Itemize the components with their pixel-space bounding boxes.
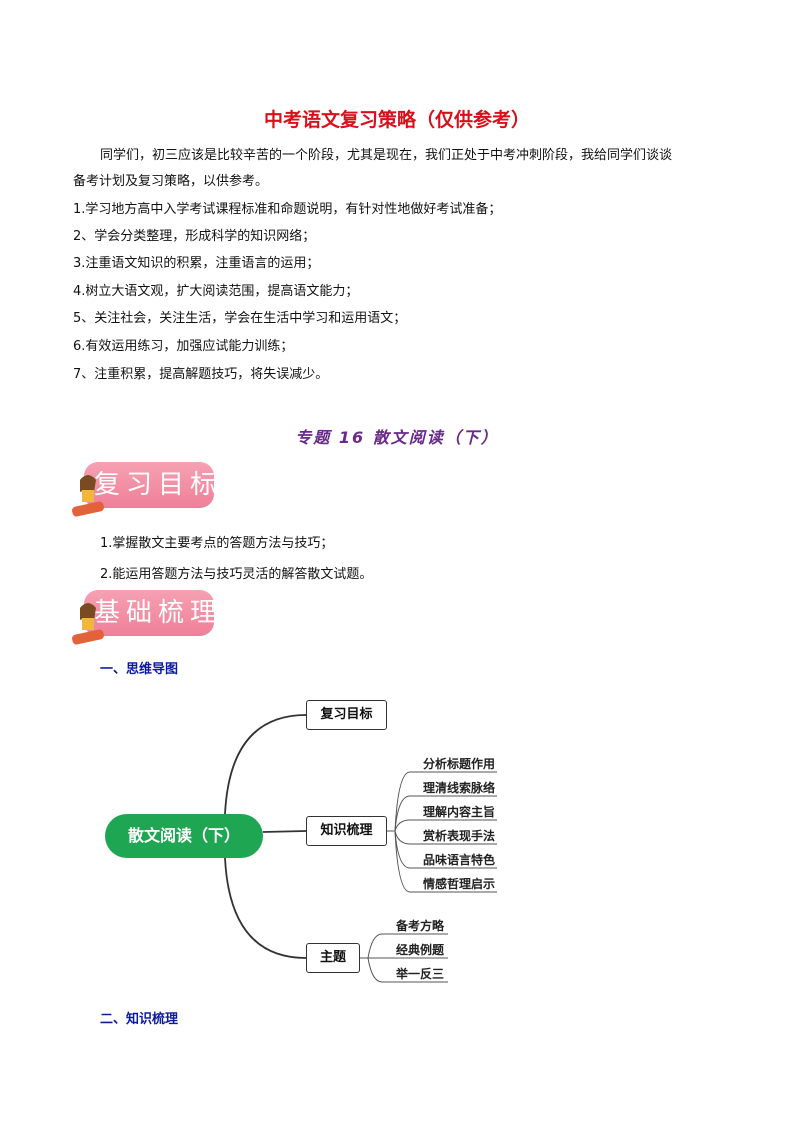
goal-item: 1.掌握散文主要考点的答题方法与技巧； [100,536,334,551]
intro-line: 备考计划及复习策略，以供参考。 [73,174,269,189]
mind-map-leaf: 备考方略 [396,919,445,933]
mind-map-leaf: 理清线索脉络 [423,781,496,795]
mind-map-leaf: 理解内容主旨 [423,805,496,819]
strategy-item: 2、学会分类整理，形成科学的知识网络； [73,229,316,244]
mind-map-leaf: 品味语言特色 [423,853,496,867]
section-heading: 二、知识梳理 [100,1012,179,1027]
section-heading: 一、思维导图 [100,662,179,677]
strategy-item: 6.有效运用练习，加强应试能力训练； [73,339,294,354]
strategy-item: 5、关注社会，关注生活，学会在生活中学习和运用语文； [73,311,407,326]
strategy-item: 3.注重语文知识的积累，注重语言的运用； [73,256,320,271]
mind-map-branch: 知识梳理 [306,816,387,846]
strategy-item: 7、注重积累，提高解题技巧，将失误减少。 [73,367,329,382]
strategy-item: 4.树立大语文观，扩大阅读范围，提高语文能力； [73,284,359,299]
mind-map-leaf: 情感哲理启示 [423,877,496,891]
goal-item: 2.能运用答题方法与技巧灵活的解答散文试题。 [100,567,373,582]
mind-map-branch: 复习目标 [306,700,387,730]
mind-map-center-node: 散文阅读（下） [105,814,263,858]
strategy-item: 1.学习地方高中入学考试课程标准和命题说明，有针对性地做好考试准备； [73,202,502,217]
girl-on-pencil-icon [72,603,104,645]
topic-title: 专题 16 散文阅读（下） [295,428,499,447]
mind-map-leaf: 经典例题 [396,943,445,957]
review-goals-badge: 复习目标 [84,462,216,508]
mind-map-leaf: 举一反三 [396,967,445,981]
girl-on-pencil-icon [72,475,104,517]
mind-map-branch: 主题 [306,943,360,973]
document-title: 中考语文复习策略（仅供参考） [263,109,530,131]
mind-map-leaf: 赏析表现手法 [423,829,496,843]
intro-line: 同学们，初三应该是比较辛苦的一个阶段，尤其是现在，我们正处于中考冲刺阶段，我给同… [100,148,673,163]
basics-badge: 基础梳理 [84,590,216,636]
mind-map-leaf: 分析标题作用 [423,757,496,771]
